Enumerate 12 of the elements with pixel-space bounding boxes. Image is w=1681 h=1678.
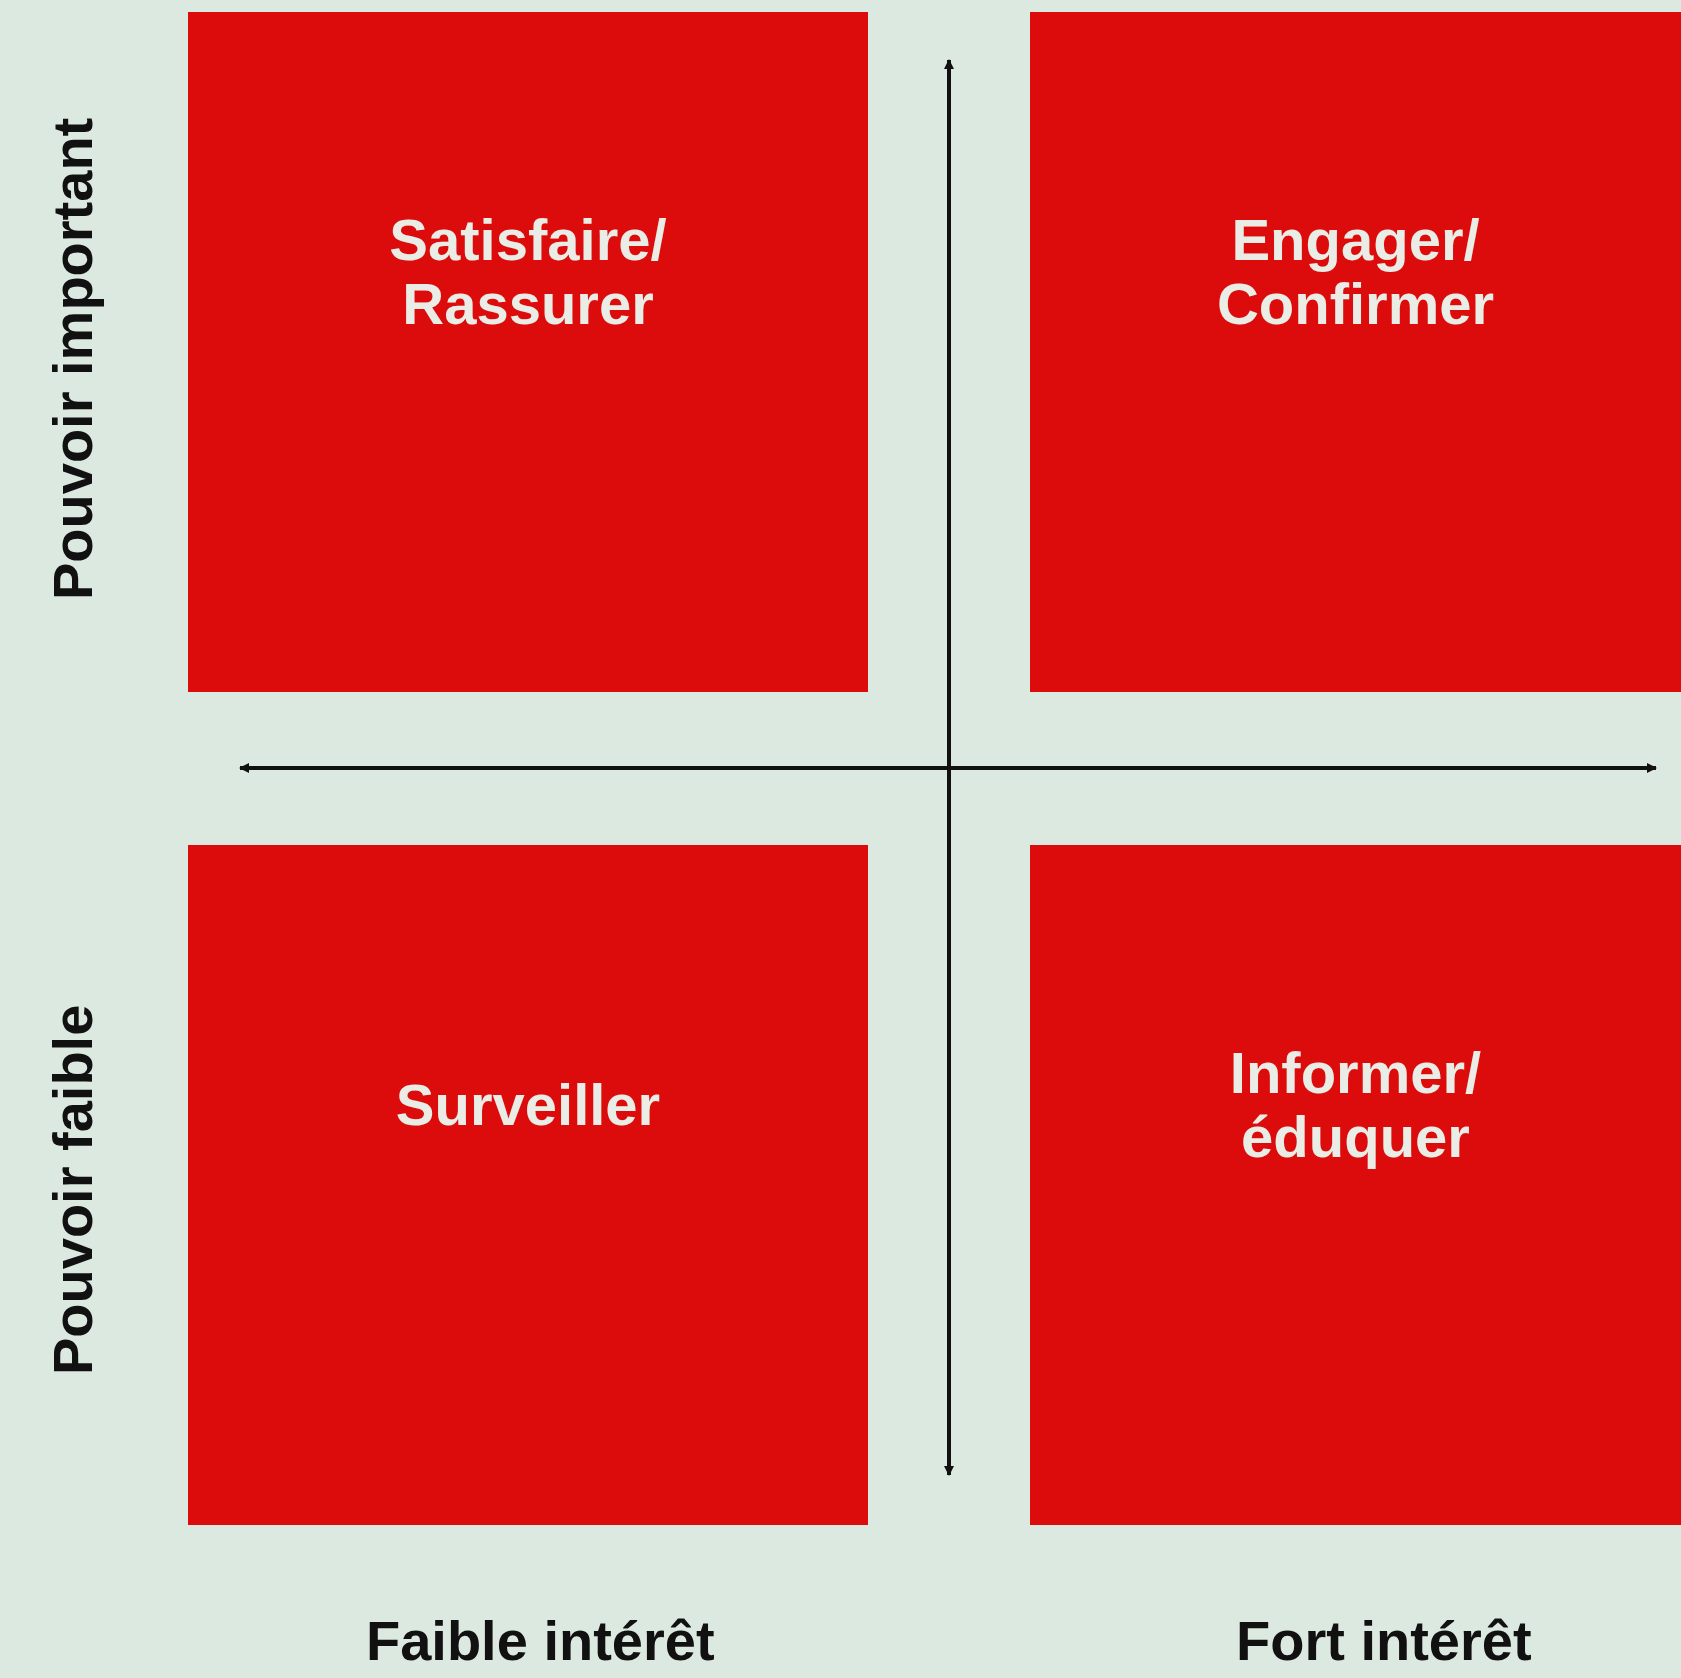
quadrant-title: Satisfaire/ Rassurer xyxy=(388,208,668,336)
quadrant-box xyxy=(188,12,868,692)
axis-label: Fort intérêt xyxy=(1236,1608,1532,1673)
quadrant-box xyxy=(188,845,868,1525)
quadrant-box xyxy=(1030,845,1681,1525)
axis-label: Faible intérêt xyxy=(366,1608,715,1673)
axis-label: Pouvoir important xyxy=(40,120,105,600)
quadrant-box xyxy=(1030,12,1681,692)
axis-label: Pouvoir faible xyxy=(40,1003,105,1378)
quadrant-title: Engager/ Confirmer xyxy=(1215,208,1496,336)
quadrant-title: Surveiller xyxy=(395,1073,661,1137)
quadrant-title: Informer/ éduquer xyxy=(1228,1041,1483,1169)
